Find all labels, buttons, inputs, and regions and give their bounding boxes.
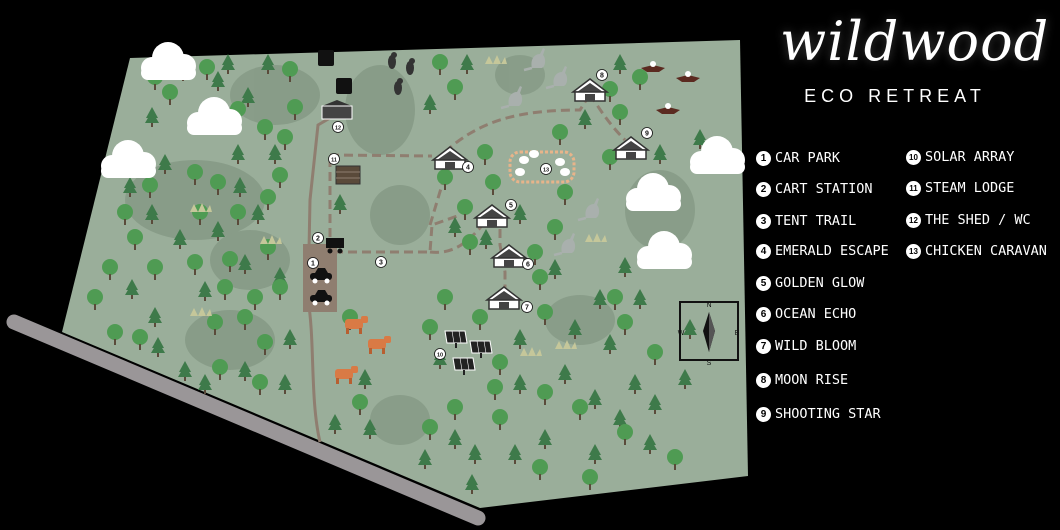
map-marker-label: 7 [525,305,529,312]
map-marker-label: 4 [466,165,470,172]
map-marker-8: 8 [596,69,608,81]
compass-n: N [706,302,711,309]
map-marker-5: 5 [505,199,517,211]
map-marker-11: 11 [328,153,340,165]
map-marker-label: 3 [379,260,383,267]
compass-w: W [678,330,685,337]
compass-e: E [735,330,740,337]
map-marker-10: 10 [434,348,446,360]
compass-s: S [707,360,712,367]
road [6,314,486,526]
map-marker-label: 9 [645,131,649,138]
map-marker-label: 6 [526,262,530,269]
water-tanks [318,50,352,94]
map-marker-9: 9 [641,127,653,139]
the-shed [321,100,353,120]
map-marker-label: 1 [311,261,315,268]
brand-logo-script: wildwood [780,10,1050,73]
map-marker-1: 1 [307,257,319,269]
map-marker-label: 2 [316,236,320,243]
cart-station [326,238,344,254]
map-marker-label: 8 [600,73,604,80]
compass-rose: N S E W [678,301,740,367]
map-marker-12: 12 [332,121,344,133]
map-marker-13: 13 [540,163,552,175]
map-marker-label: 11 [331,158,337,164]
chicken-caravan-pen [508,150,576,184]
map-marker-label: 13 [543,168,549,174]
steam-lodge [335,165,361,185]
map-marker-4: 4 [462,161,474,173]
map-marker-label: 5 [509,203,513,210]
map-marker-2: 2 [312,232,324,244]
map-marker-label: 10 [437,353,443,359]
map-marker-label: 12 [335,126,341,132]
map-marker-3: 3 [375,256,387,268]
map-marker-6: 6 [522,258,534,270]
map-marker-7: 7 [521,301,533,313]
brand-subtitle: ECO RETREAT [804,86,986,106]
